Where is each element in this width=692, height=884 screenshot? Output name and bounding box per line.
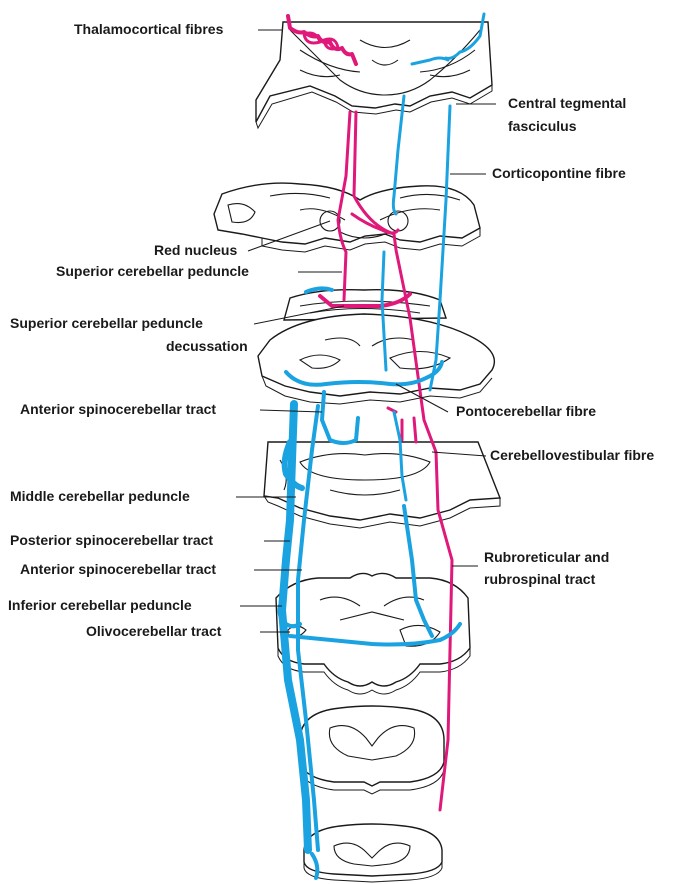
section-midbrain [214, 183, 480, 252]
label-cerebellovestibular-fibre: Cerebellovestibular fibre [490, 447, 654, 463]
pons-pink-small [388, 408, 416, 442]
label-rubroreticular-1: Rubroreticular and [484, 549, 609, 565]
anterior-spinocerebellar-upper-tract [322, 392, 358, 443]
section-medulla [276, 573, 470, 694]
label-inferior-cerebellar-peduncle: Inferior cerebellar peduncle [8, 597, 192, 613]
section-spinal-cord-lower [304, 824, 442, 882]
label-superior-cerebellar-peduncle: Superior cerebellar peduncle [56, 263, 249, 279]
label-thalamocortical-fibres: Thalamocortical fibres [74, 21, 224, 37]
label-olivocerebellar-tract: Olivocerebellar tract [86, 623, 222, 639]
label-pontocerebellar-fibre: Pontocerebellar fibre [456, 403, 596, 419]
label-red-nucleus: Red nucleus [154, 242, 237, 258]
label-scp-decussation-2: decussation [166, 338, 248, 354]
label-anterior-spinocerebellar-lower: Anterior spinocerebellar tract [20, 561, 216, 577]
section-spinal-cord-cervical [300, 706, 444, 794]
label-central-tegmental-1: Central tegmental [508, 95, 626, 111]
label-middle-cerebellar-peduncle: Middle cerebellar peduncle [10, 488, 190, 504]
label-central-tegmental-2: fasciculus [508, 118, 577, 134]
label-rubroreticular-2: rubrospinal tract [484, 571, 596, 587]
label-anterior-spinocerebellar-upper: Anterior spinocerebellar tract [20, 401, 216, 417]
label-corticopontine-fibre: Corticopontine fibre [492, 165, 626, 181]
label-scp-decussation-1: Superior cerebellar peduncle [10, 315, 203, 331]
section-thalamus [256, 22, 492, 128]
label-posterior-spinocerebellar: Posterior spinocerebellar tract [10, 532, 213, 548]
